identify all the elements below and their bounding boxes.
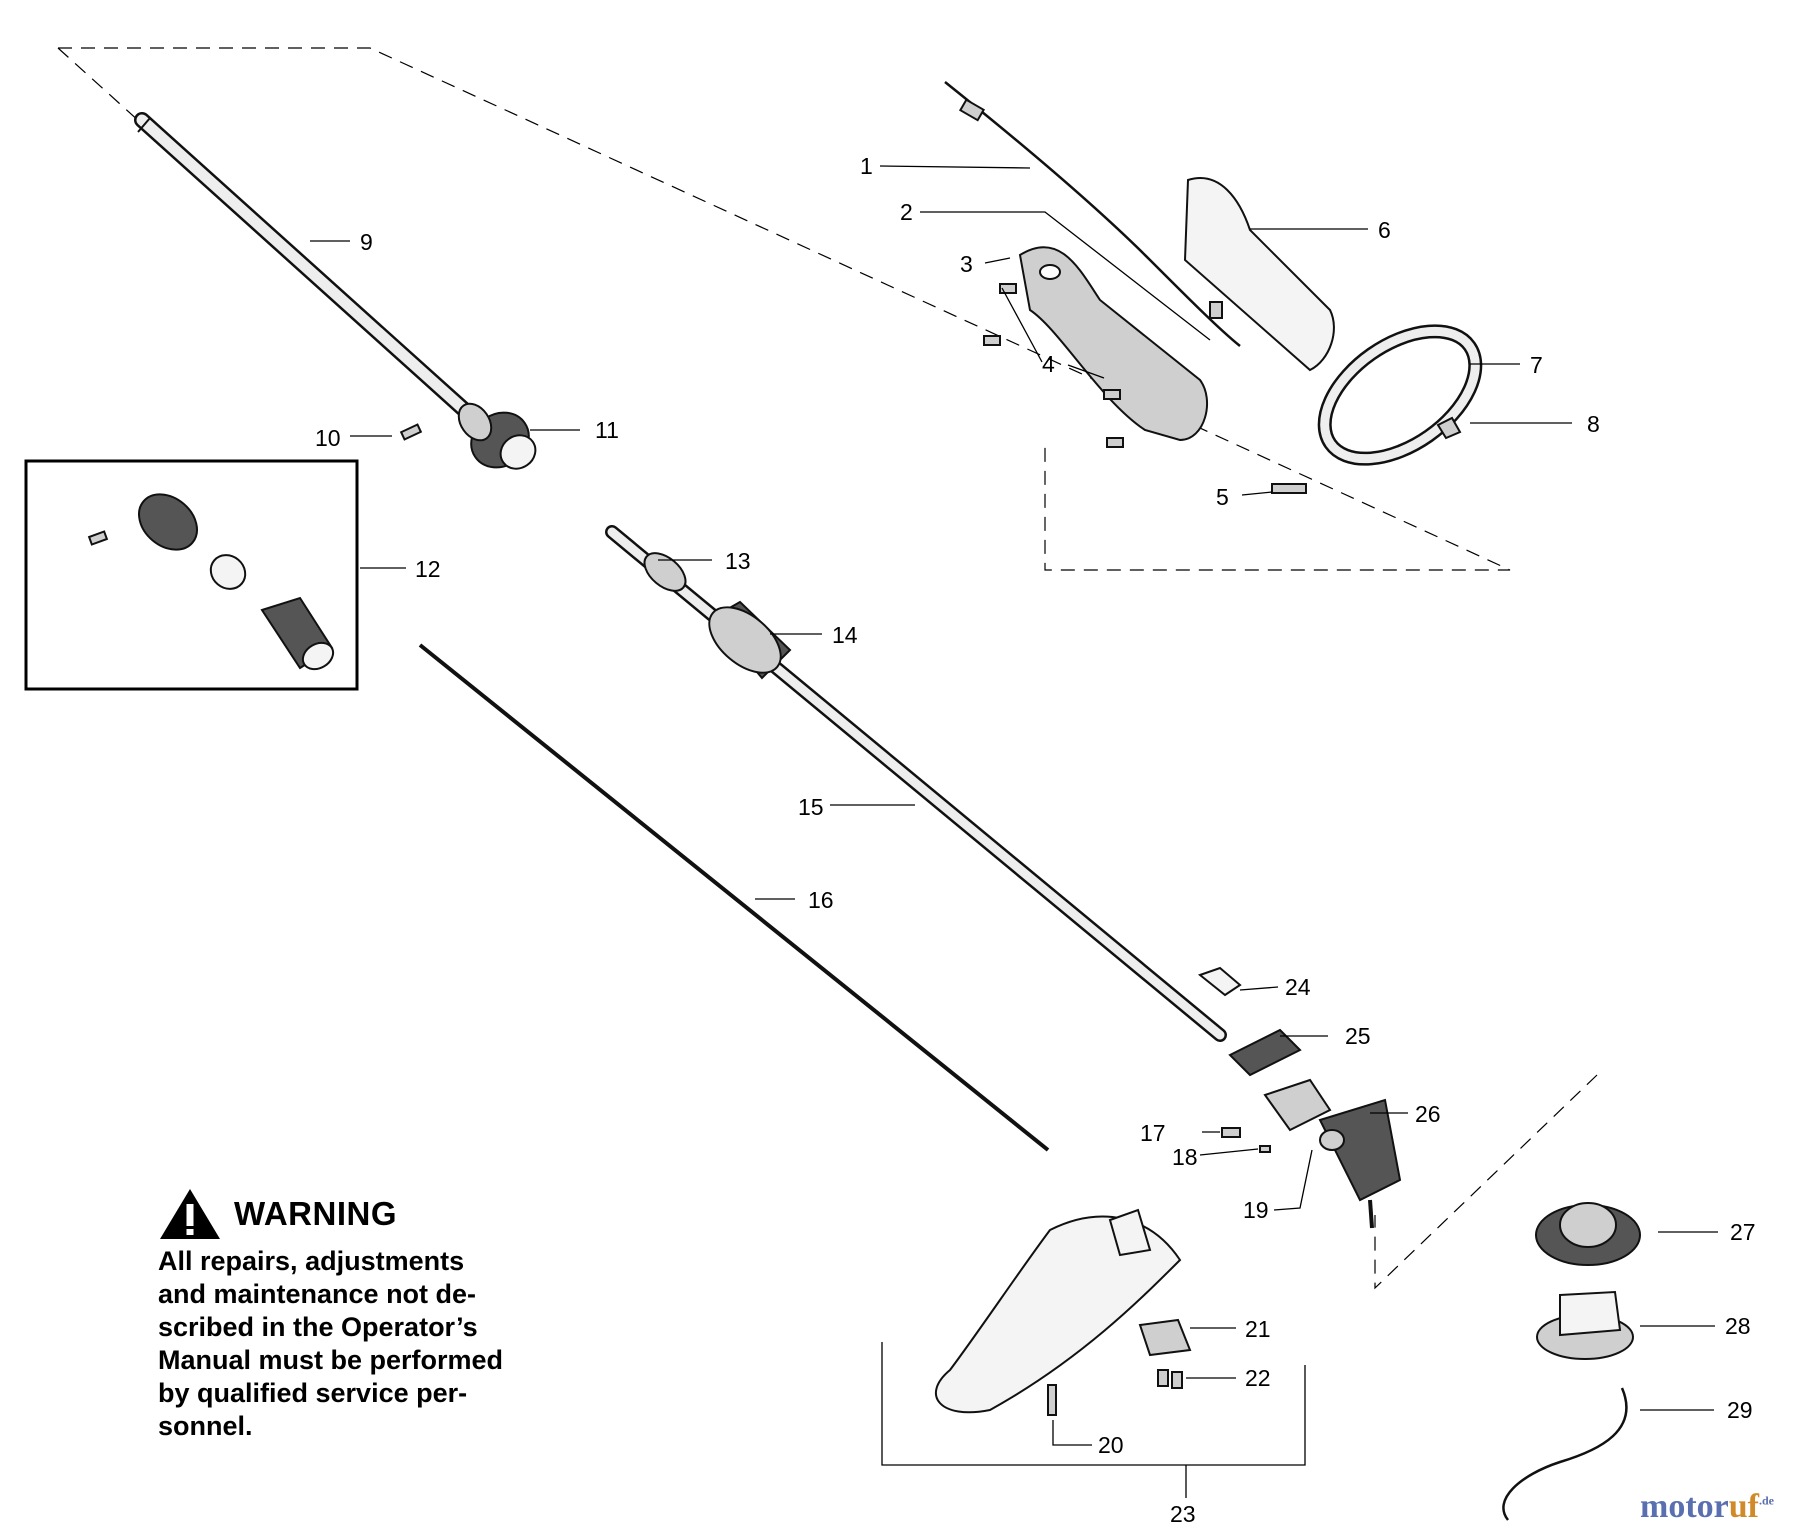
warning-line: and maintenance not de- bbox=[158, 1279, 477, 1309]
guard-shield-part bbox=[934, 1208, 1192, 1416]
callout-4: 4 bbox=[1042, 351, 1055, 377]
warning-header: WARNING bbox=[158, 1187, 546, 1241]
spool-inner-part bbox=[1536, 1290, 1634, 1360]
callout-6: 6 bbox=[1378, 217, 1391, 243]
warning-line: sonnel. bbox=[158, 1411, 253, 1441]
callout-1: 1 bbox=[860, 153, 873, 179]
callout-26: 26 bbox=[1415, 1101, 1441, 1127]
coupler-kit-box bbox=[24, 459, 359, 691]
warning-line: by qualified service per- bbox=[158, 1378, 468, 1408]
upper-shaft-part bbox=[134, 112, 478, 423]
handle-fasteners bbox=[983, 283, 1462, 494]
wing-nut-part bbox=[1197, 966, 1242, 997]
loop-handle-part bbox=[1317, 324, 1483, 466]
callout-22: 22 bbox=[1245, 1365, 1271, 1391]
callout-19: 19 bbox=[1243, 1197, 1269, 1223]
callout-27: 27 bbox=[1730, 1219, 1756, 1245]
watermark-logo: motoruf.de bbox=[1640, 1488, 1774, 1526]
callout-labels: 1 2 3 4 5 6 7 8 9 10 11 12 13 14 15 16 1… bbox=[315, 153, 1756, 1527]
trimmer-line-part bbox=[1502, 1387, 1628, 1521]
callout-2: 2 bbox=[900, 199, 913, 225]
assembly-guide-lines bbox=[57, 47, 1598, 1290]
warning-title: WARNING bbox=[234, 1195, 397, 1232]
gear-head-part bbox=[1263, 1078, 1402, 1229]
callout-14: 14 bbox=[832, 622, 858, 648]
gear-head-screws bbox=[1221, 1127, 1271, 1153]
callout-13: 13 bbox=[725, 548, 751, 574]
watermark-part2: uf bbox=[1728, 1488, 1759, 1525]
callout-12: 12 bbox=[415, 556, 441, 582]
lower-shaft-part bbox=[605, 525, 1227, 1042]
callout-24: 24 bbox=[1285, 974, 1311, 1000]
callout-17: 17 bbox=[1140, 1120, 1166, 1146]
screw-part-10 bbox=[399, 423, 423, 441]
warning-line: scribed in the Operator’s bbox=[158, 1312, 478, 1342]
callout-28: 28 bbox=[1725, 1313, 1751, 1339]
callout-23: 23 bbox=[1170, 1501, 1196, 1527]
callout-21: 21 bbox=[1245, 1316, 1271, 1342]
warning-notice: WARNING All repairs, adjustments and mai… bbox=[158, 1187, 546, 1443]
callout-5: 5 bbox=[1216, 484, 1229, 510]
throttle-cable-part bbox=[944, 81, 1241, 347]
callout-20: 20 bbox=[1098, 1432, 1124, 1458]
warning-line: Manual must be performed bbox=[158, 1345, 504, 1375]
callout-10: 10 bbox=[315, 425, 341, 451]
callout-9: 9 bbox=[360, 229, 373, 255]
handle-half-part bbox=[1018, 246, 1209, 442]
spool-outer-part bbox=[1535, 1202, 1641, 1266]
warning-triangle-icon bbox=[160, 1189, 220, 1239]
bracket-part bbox=[1228, 1028, 1302, 1077]
warning-line: All repairs, adjustments bbox=[158, 1246, 465, 1276]
warning-body: All repairs, adjustments and maintenance… bbox=[158, 1245, 546, 1443]
handle-cover-part bbox=[1183, 177, 1335, 372]
watermark-suffix: .de bbox=[1758, 1493, 1774, 1508]
watermark-part1: motor bbox=[1640, 1488, 1729, 1525]
callout-25: 25 bbox=[1345, 1023, 1371, 1049]
callout-15: 15 bbox=[798, 794, 824, 820]
coupler-part bbox=[457, 402, 537, 470]
callout-29: 29 bbox=[1727, 1397, 1753, 1423]
callout-18: 18 bbox=[1172, 1144, 1198, 1170]
callout-11: 11 bbox=[595, 417, 619, 443]
drive-cable-part bbox=[418, 643, 1050, 1152]
leader-lines bbox=[310, 165, 1718, 1498]
callout-8: 8 bbox=[1587, 411, 1600, 437]
callout-7: 7 bbox=[1530, 352, 1543, 378]
callout-16: 16 bbox=[808, 887, 834, 913]
callout-3: 3 bbox=[960, 251, 973, 277]
